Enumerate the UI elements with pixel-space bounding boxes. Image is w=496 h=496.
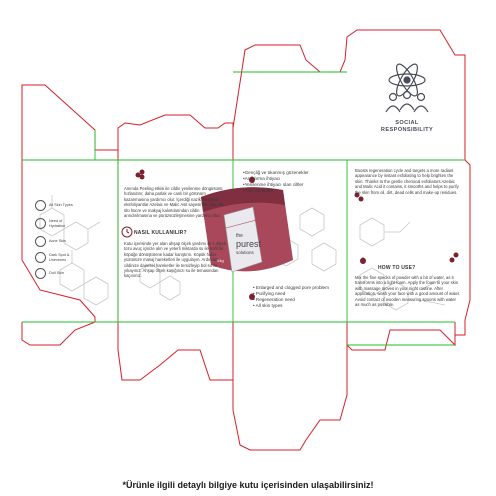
acne-skin-icon: [35, 236, 46, 247]
dark-spot-icon: [35, 252, 46, 263]
list-item: • Purifying need: [253, 291, 286, 296]
icon-acne: Acne Skin: [35, 236, 73, 247]
icon-label: Dull Skin: [49, 271, 64, 276]
list-item: • All skin types: [253, 303, 283, 308]
icon-dull: Dull Skin: [35, 268, 73, 279]
icon-label: All Skin Types: [49, 203, 73, 208]
list-item: •Yenilenme ihtiyacı olan ciltler: [243, 182, 304, 187]
purest-jar-image: [201, 187, 293, 273]
icon-label: Acne Skin: [49, 239, 67, 244]
list-item: •Gençliğ ve tıkanmış gözenekler: [243, 170, 309, 175]
social-responsibility-title: SOCIAL RESPONSIBILITY: [380, 120, 434, 133]
brand-solutions: solutions: [236, 250, 255, 255]
brand-purest: purest: [236, 239, 262, 249]
brand-the: the: [236, 233, 243, 239]
icon-all-skin-types: All Skin Types: [35, 200, 73, 211]
tr-how-title: NASIL KULLANILIR?: [134, 230, 187, 236]
product-size: 94g: [217, 258, 224, 263]
list-item: • Enlarged and clogged pore problem: [253, 285, 329, 290]
en-how-title: HOW TO USE?: [378, 265, 416, 271]
skin-type-icon: [35, 200, 46, 211]
en-how-text: Mix the fine specks of powder with a bit…: [355, 275, 461, 308]
clock-icon: [121, 226, 133, 238]
social-responsibility-icon: [385, 63, 429, 113]
cut-top-flap-2: [232, 29, 466, 160]
front-en-list: • Enlarged and clogged pore problem • Pu…: [253, 285, 345, 309]
list-item: • Regeneration need: [253, 297, 295, 302]
droplet-icon: [249, 176, 366, 300]
en-intro-text: Boosts regeneration cycle and targets a …: [355, 168, 459, 195]
list-item: •Tüm cilt tipleri: [243, 188, 273, 193]
icon-dark-spot: Dark Spot & Unevenes: [35, 252, 73, 263]
berry-icon: [135, 169, 459, 263]
cut-top-flap-1: [117, 114, 234, 160]
front-tr-list: •Gençliğ ve tıkanmış gözenekler •Arındır…: [243, 170, 343, 194]
icon-label: Need of Hydration: [49, 219, 66, 228]
cut-left-bottom: [21, 321, 96, 346]
tr-intro-text: Amında Peeling etkisi ile cildin yenilen…: [124, 186, 224, 219]
hydration-icon: [35, 218, 46, 229]
list-item: •Arındırma ihtiyacı: [243, 176, 281, 181]
fold-lines: [22, 71, 465, 346]
dull-skin-icon: [35, 268, 46, 279]
icon-hydration: Need of Hydration: [35, 218, 73, 229]
icon-label: Dark Spot & Unevenes: [49, 253, 70, 262]
tr-how-text: Kutu içerisinde yer alan ahşap ölçek yar…: [124, 241, 226, 279]
cut-outline-left: [21, 84, 119, 160]
footer-note: *Ürünle ilgili detaylı bilgiye kutu içer…: [122, 480, 374, 490]
